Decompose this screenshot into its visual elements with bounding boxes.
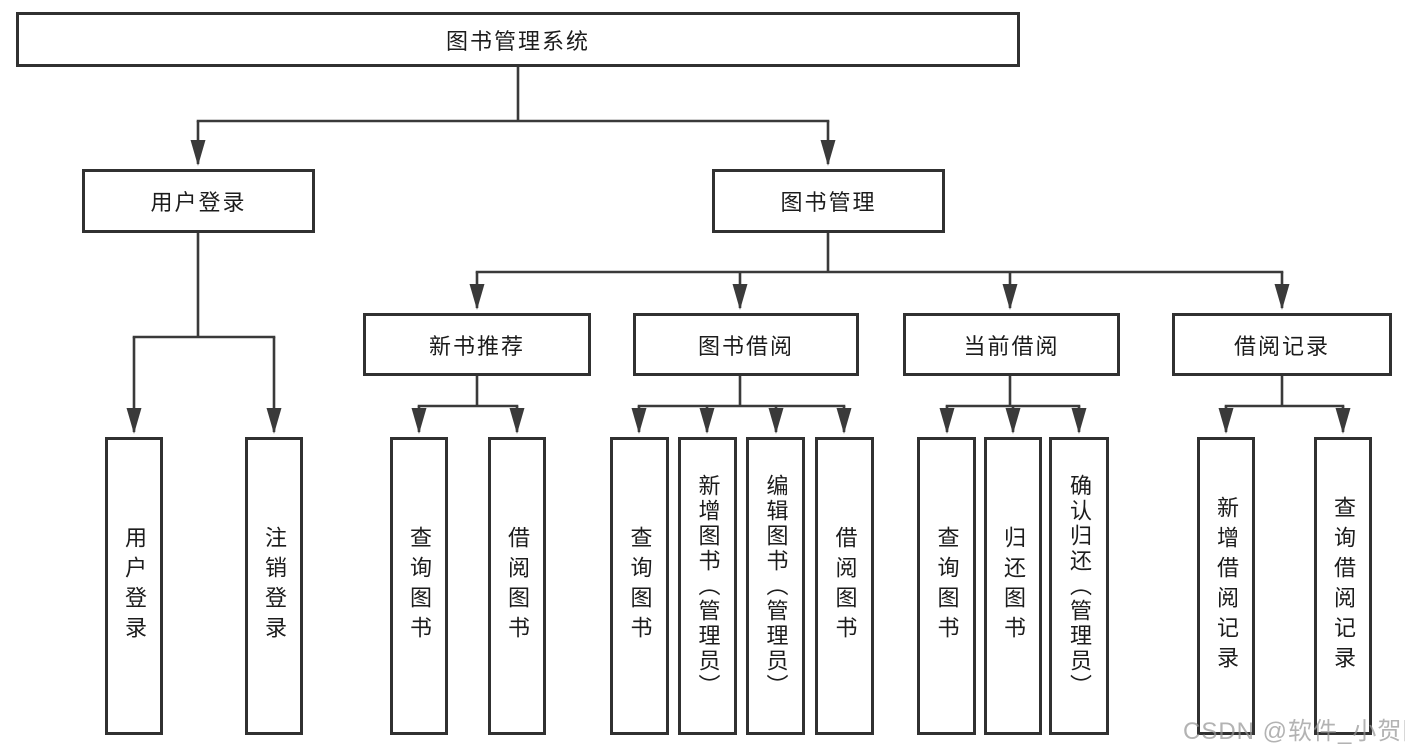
leaf-logout-login: 注销登录	[245, 437, 303, 735]
leaf-user-login: 用户登录	[105, 437, 163, 735]
node-user-login: 用户登录	[82, 169, 315, 233]
leaf-bb-add-books-admin: 新增图书（管理员）	[678, 437, 737, 735]
leaf-bb-edit-books-admin: 编辑图书（管理员）	[746, 437, 805, 735]
leaf-cb-confirm-return-admin: 确认归还（管理员）	[1049, 437, 1109, 735]
csdn-watermark: CSDN @软件_小贺同学	[1183, 718, 1405, 745]
leaf-cb-query-books: 查询图书	[917, 437, 976, 735]
node-borrowing-records: 借阅记录	[1172, 313, 1392, 376]
leaf-cb-return-books: 归还图书	[984, 437, 1042, 735]
node-book-management: 图书管理	[712, 169, 945, 233]
leaf-br-query-record: 查询借阅记录	[1314, 437, 1372, 735]
node-current-borrowing: 当前借阅	[903, 313, 1120, 376]
node-book-borrowing: 图书借阅	[633, 313, 859, 376]
node-library-management-system: 图书管理系统	[16, 12, 1020, 67]
node-new-book-recommendation: 新书推荐	[363, 313, 591, 376]
leaf-bb-query-books: 查询图书	[610, 437, 669, 735]
leaf-br-add-record: 新增借阅记录	[1197, 437, 1255, 735]
leaf-nbr-borrow-books: 借阅图书	[488, 437, 546, 735]
leaf-bb-borrow-books: 借阅图书	[815, 437, 874, 735]
leaf-nbr-query-books: 查询图书	[390, 437, 448, 735]
